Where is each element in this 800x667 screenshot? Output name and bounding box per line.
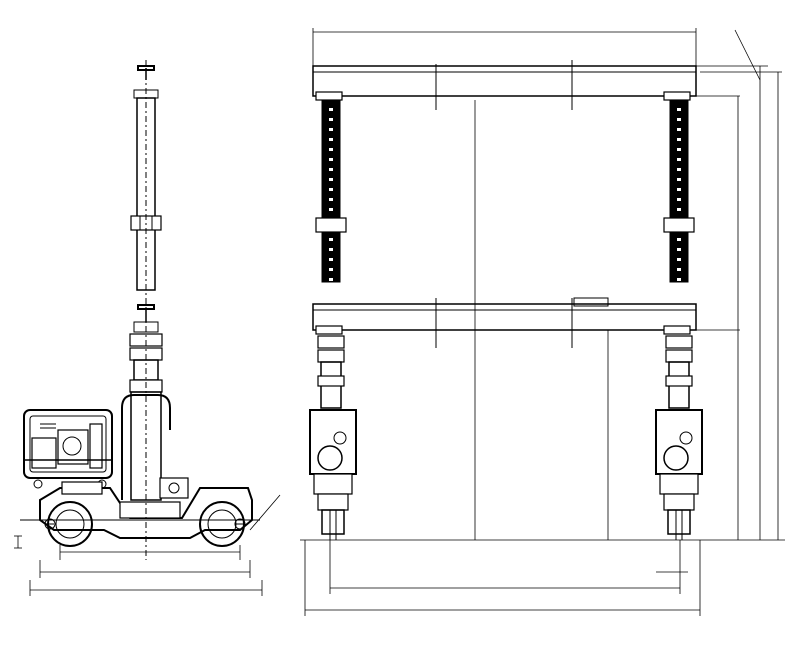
side-dimensions xyxy=(14,535,263,596)
perforation-hole xyxy=(677,138,681,141)
perforation-hole xyxy=(677,238,681,241)
perforation-hole xyxy=(329,198,333,201)
left-lower-mast xyxy=(309,335,357,540)
perforation-hole xyxy=(677,278,681,281)
perforation-hole xyxy=(329,118,333,121)
right-lower-mast xyxy=(655,335,703,540)
leader-line xyxy=(249,494,281,531)
perforation-hole xyxy=(329,128,333,131)
perforation-hole xyxy=(677,248,681,251)
perforation-hole xyxy=(329,168,333,171)
perforation-hole xyxy=(329,208,333,211)
perforation-hole xyxy=(329,138,333,141)
perforation-hole xyxy=(677,208,681,211)
perforation-hole xyxy=(329,178,333,181)
middle-crossbeam xyxy=(312,297,697,348)
perforation-hole xyxy=(677,158,681,161)
perforation-hole xyxy=(329,188,333,191)
perforation-hole xyxy=(677,118,681,121)
perforation-hole xyxy=(329,238,333,241)
side-view xyxy=(14,60,281,596)
perforation-hole xyxy=(329,148,333,151)
engine-cage xyxy=(23,409,113,489)
perforation-hole xyxy=(677,188,681,191)
perforation-hole xyxy=(677,128,681,131)
perforation-hole xyxy=(329,108,333,111)
perforation-hole xyxy=(677,168,681,171)
front-wheel xyxy=(199,501,246,547)
perforation-hole xyxy=(677,178,681,181)
rear-wheel xyxy=(44,501,93,547)
perforation-hole xyxy=(677,268,681,271)
perforation-hole xyxy=(329,248,333,251)
front-view xyxy=(300,28,785,616)
perforation-hole xyxy=(329,158,333,161)
perforation-hole xyxy=(677,198,681,201)
guard-rail xyxy=(121,394,171,500)
front-dimensions xyxy=(304,28,782,616)
perforation-hole xyxy=(329,258,333,261)
column-perforations xyxy=(329,108,681,281)
perforation-hole xyxy=(677,148,681,151)
perforation-hole xyxy=(677,108,681,111)
perforation-hole xyxy=(329,268,333,271)
perforation-hole xyxy=(329,278,333,281)
chassis xyxy=(20,477,260,539)
perforation-hole xyxy=(677,258,681,261)
top-crossbeam xyxy=(312,60,697,110)
